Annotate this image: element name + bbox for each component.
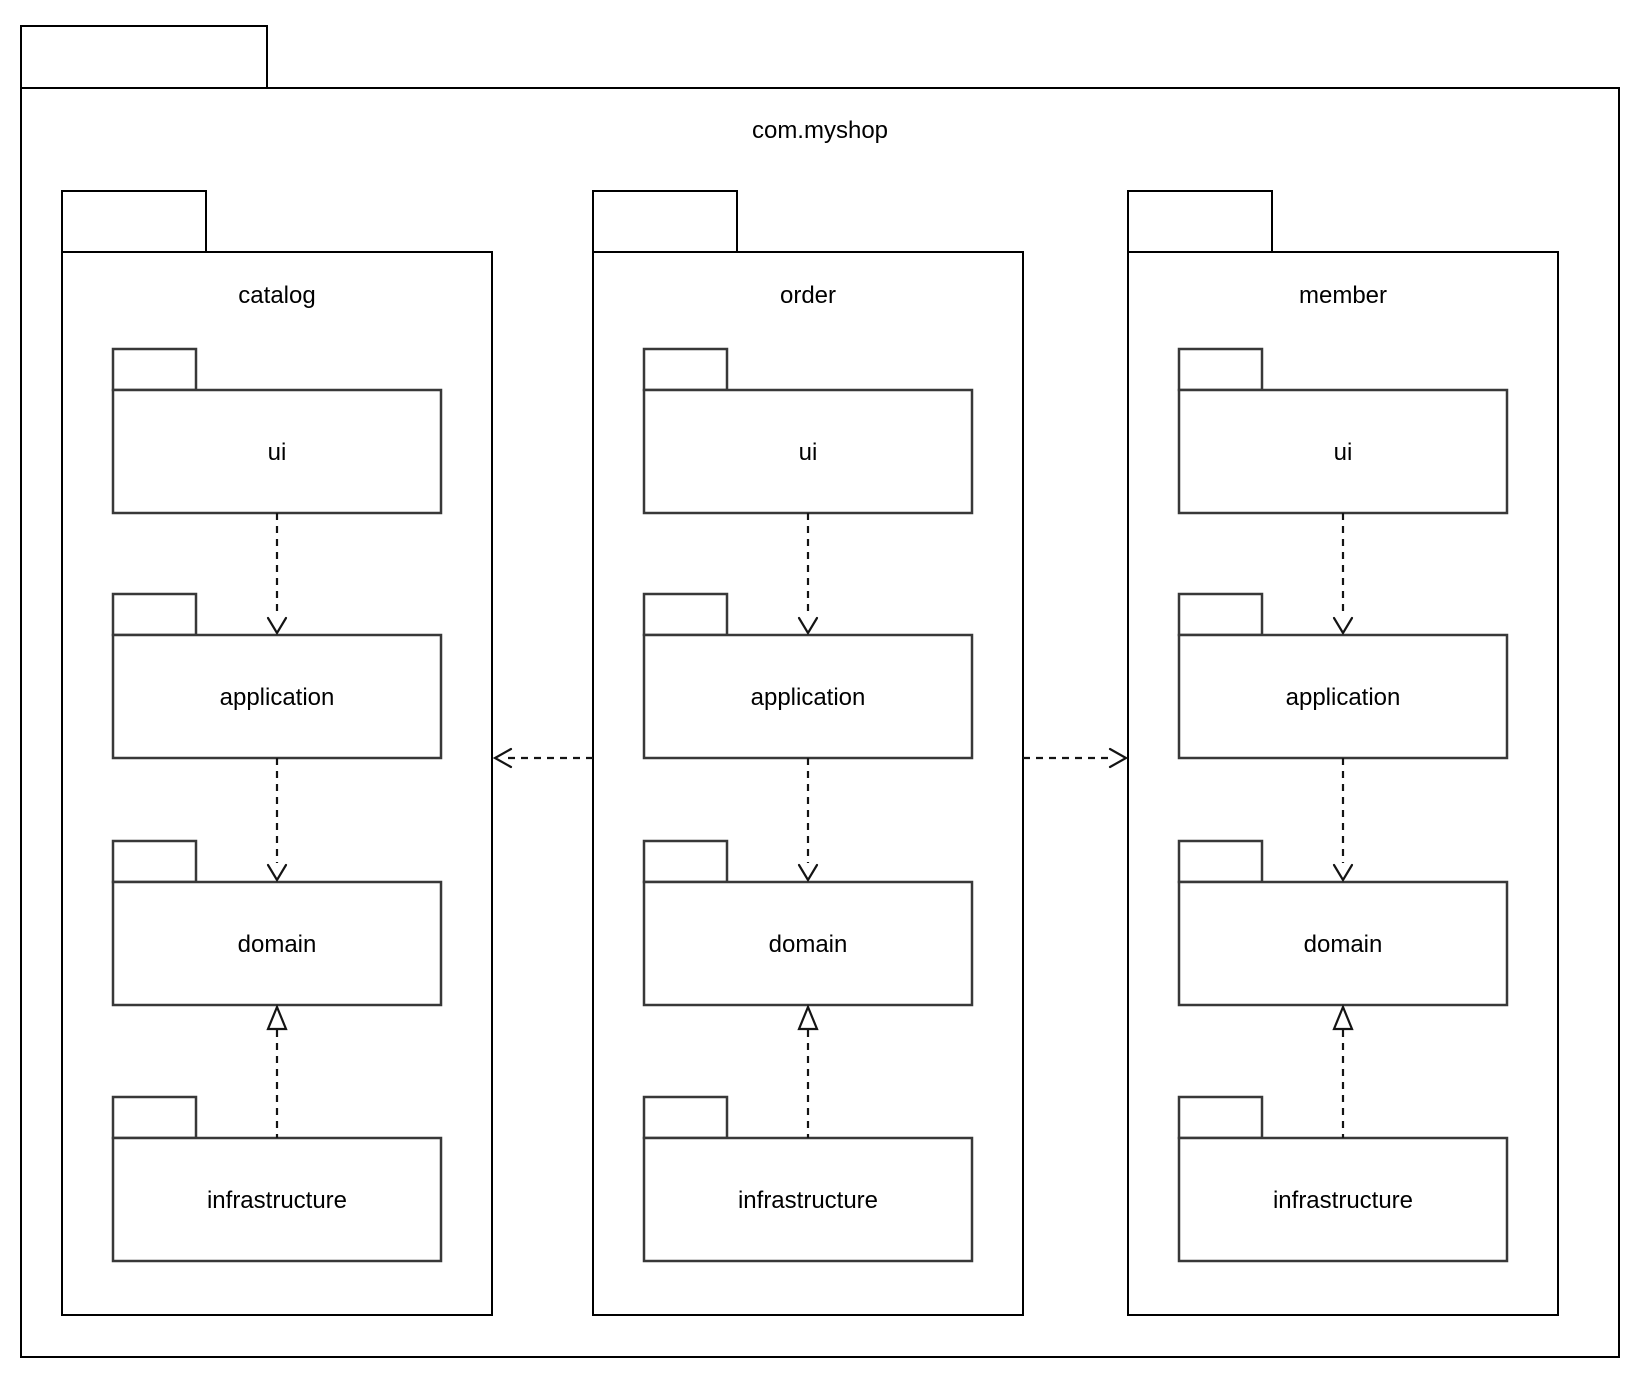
package-member: member ui application domain infrastruct…	[1127, 190, 1559, 1316]
package-catalog: catalog ui application domain infrastruc…	[61, 190, 493, 1316]
catalog-infrastructure-package-label: infrastructure	[207, 1187, 347, 1214]
catalog-ui-package-body	[111, 388, 443, 515]
order-package-title: order	[780, 282, 836, 309]
order-domain-package-body	[642, 880, 974, 1007]
catalog-domain-package-label: domain	[238, 931, 317, 958]
order-application-to-domain-dependency-arrow	[797, 758, 819, 883]
catalog-package-title: catalog	[238, 282, 315, 309]
member-ui-package-body	[1177, 388, 1509, 515]
member-infrastructure-package-tab	[1177, 1095, 1264, 1140]
open-arrowhead-down-icon	[797, 863, 819, 883]
catalog-application-package-tab	[111, 592, 198, 637]
open-arrowhead-down-icon	[1332, 863, 1354, 883]
member-ui-to-application-dependency-arrow	[1332, 513, 1354, 636]
member-ui-package-label: ui	[1334, 439, 1353, 466]
open-arrowhead-left-icon	[492, 747, 513, 769]
order-infrastructure-package-tab	[642, 1095, 729, 1140]
order-ui-package-label: ui	[799, 439, 818, 466]
open-arrowhead-down-icon	[266, 616, 288, 636]
order-to-catalog-dependency-arrow	[492, 747, 593, 769]
root-package-tab	[20, 25, 268, 89]
member-application-package-tab	[1177, 592, 1264, 637]
open-arrowhead-down-icon	[266, 863, 288, 883]
open-arrowhead-down-icon	[1332, 616, 1354, 636]
hollow-triangle-arrowhead-up-icon	[797, 1004, 819, 1031]
order-domain-package-tab	[642, 839, 729, 884]
root-package-title: com.myshop	[752, 117, 888, 144]
hollow-triangle-arrowhead-up-icon	[266, 1004, 288, 1031]
catalog-application-to-domain-dependency-arrow	[266, 758, 288, 883]
member-domain-package-tab	[1177, 839, 1264, 884]
catalog-ui-to-application-dependency-arrow	[266, 513, 288, 636]
catalog-ui-package-tab	[111, 347, 198, 392]
hollow-triangle-arrowhead-up-icon	[1332, 1004, 1354, 1031]
member-application-package-body	[1177, 633, 1509, 760]
package-order: order ui application domain infrastructu…	[592, 190, 1024, 1316]
order-ui-package-body	[642, 388, 974, 515]
order-application-package-body	[642, 633, 974, 760]
member-package-title: member	[1299, 282, 1387, 309]
catalog-domain-package-tab	[111, 839, 198, 884]
order-package-tab	[592, 190, 738, 253]
catalog-package-tab	[61, 190, 207, 253]
catalog-application-package-body	[111, 633, 443, 760]
member-domain-package-body	[1177, 880, 1509, 1007]
member-domain-package-label: domain	[1304, 931, 1383, 958]
order-to-member-dependency-arrow	[1023, 747, 1129, 769]
order-infrastructure-to-domain-realization-arrow	[797, 1004, 819, 1138]
catalog-infrastructure-package-body	[111, 1136, 443, 1263]
member-infrastructure-to-domain-realization-arrow	[1332, 1004, 1354, 1138]
member-infrastructure-package-body	[1177, 1136, 1509, 1263]
member-infrastructure-package-label: infrastructure	[1273, 1187, 1413, 1214]
catalog-infrastructure-to-domain-realization-arrow	[266, 1004, 288, 1138]
open-arrowhead-right-icon	[1108, 747, 1129, 769]
order-infrastructure-package-body	[642, 1136, 974, 1263]
catalog-ui-package-label: ui	[268, 439, 287, 466]
catalog-infrastructure-package-tab	[111, 1095, 198, 1140]
order-ui-package-tab	[642, 347, 729, 392]
member-application-to-domain-dependency-arrow	[1332, 758, 1354, 883]
member-application-package-label: application	[1286, 684, 1401, 711]
order-application-package-tab	[642, 592, 729, 637]
order-application-package-label: application	[751, 684, 866, 711]
order-infrastructure-package-label: infrastructure	[738, 1187, 878, 1214]
member-package-tab	[1127, 190, 1273, 253]
order-ui-to-application-dependency-arrow	[797, 513, 819, 636]
open-arrowhead-down-icon	[797, 616, 819, 636]
order-domain-package-label: domain	[769, 931, 848, 958]
catalog-application-package-label: application	[220, 684, 335, 711]
member-ui-package-tab	[1177, 347, 1264, 392]
